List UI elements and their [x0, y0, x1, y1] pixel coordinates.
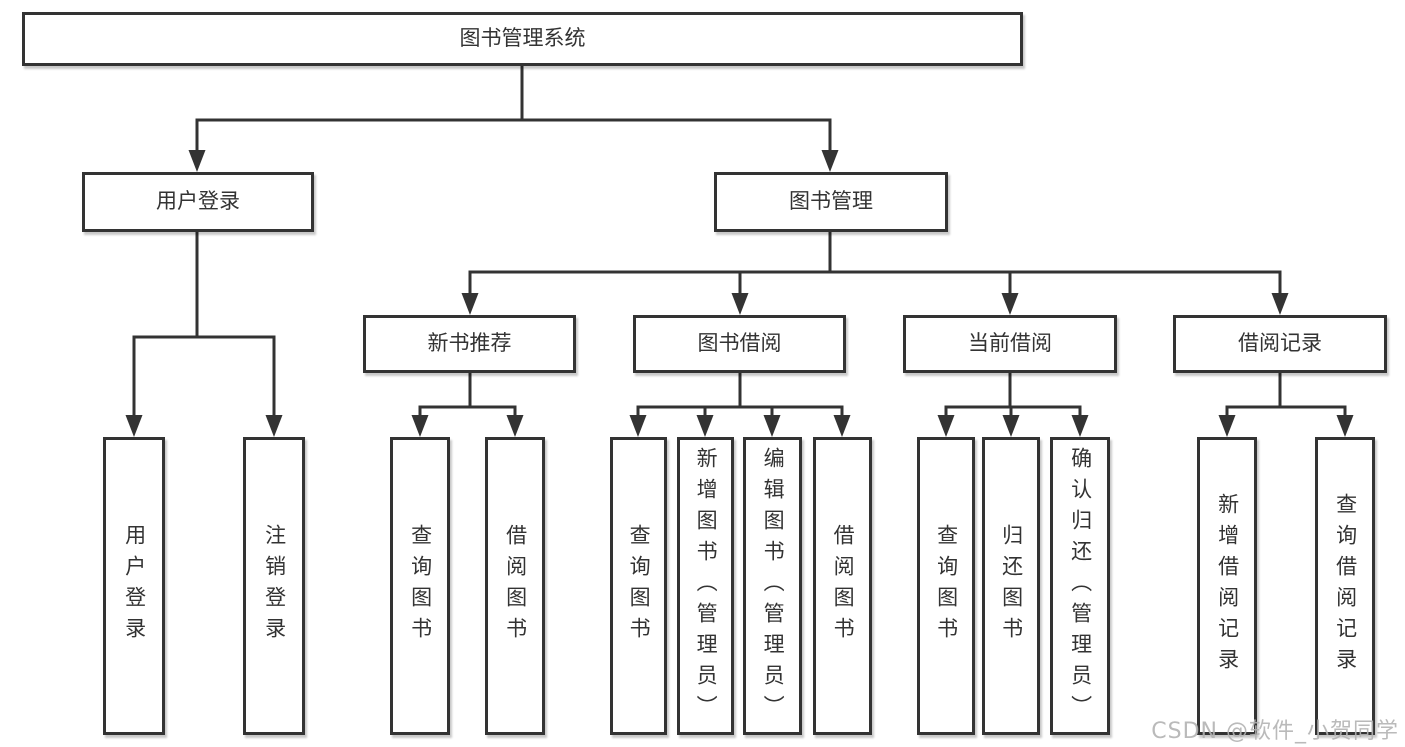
leaf-label: 查询图书 — [408, 524, 433, 648]
node-leaf-logout: 注销登录 — [243, 437, 305, 735]
connector-bookmgmt-to-level3 — [468, 232, 1282, 293]
leaf-label: 借阅图书 — [831, 524, 856, 648]
connector-userlogin-to-leaves — [132, 232, 276, 415]
node-leaf-add-borrow-record: 新增借阅记录 — [1197, 437, 1257, 735]
connector-bookborrow-to-leaves — [636, 373, 844, 415]
leaf-label: 确认归还（管理员） — [1068, 446, 1093, 726]
node-leaf-query-books-newbook: 查询图书 — [390, 437, 450, 735]
leaf-label: 编辑图书（管理员） — [761, 446, 786, 726]
node-current-borrowing: 当前借阅 — [903, 315, 1117, 373]
leaf-label: 用户登录 — [122, 524, 147, 648]
leaf-label: 查询借阅记录 — [1333, 493, 1358, 679]
node-book-borrowing: 图书借阅 — [633, 315, 846, 373]
leaf-label: 查询图书 — [934, 524, 959, 648]
node-leaf-user-login: 用户登录 — [103, 437, 165, 735]
node-leaf-query-borrow-record: 查询借阅记录 — [1315, 437, 1375, 735]
node-leaf-add-books-admin: 新增图书（管理员） — [677, 437, 734, 735]
node-leaf-query-books-current: 查询图书 — [917, 437, 975, 735]
arrowheads — [125, 150, 1354, 437]
node-borrowing-records: 借阅记录 — [1173, 315, 1387, 373]
node-root: 图书管理系统 — [22, 12, 1023, 66]
node-book-management: 图书管理 — [714, 172, 948, 232]
leaf-label: 归还图书 — [999, 524, 1024, 648]
node-leaf-borrow-books-newbook: 借阅图书 — [485, 437, 545, 735]
node-leaf-borrow-books-borrowing: 借阅图书 — [813, 437, 872, 735]
leaf-label: 注销登录 — [262, 524, 287, 648]
leaf-label: 借阅图书 — [503, 524, 528, 648]
node-leaf-confirm-return-admin: 确认归还（管理员） — [1050, 437, 1110, 735]
connector-newbook-to-leaves — [418, 373, 517, 415]
leaf-label: 新增图书（管理员） — [694, 446, 719, 726]
connector-currentborrow-to-leaves — [944, 373, 1082, 415]
node-new-book-recommend: 新书推荐 — [363, 315, 576, 373]
connector-root-to-level2 — [195, 66, 832, 150]
leaf-label: 查询图书 — [627, 524, 652, 648]
node-leaf-edit-books-admin: 编辑图书（管理员） — [743, 437, 802, 735]
node-leaf-query-books-borrowing: 查询图书 — [610, 437, 667, 735]
csdn-watermark: CSDN @软件_小贺同学 — [1151, 719, 1399, 744]
node-leaf-return-books: 归还图书 — [982, 437, 1040, 735]
connector-records-to-leaves — [1225, 373, 1347, 415]
leaf-label: 新增借阅记录 — [1215, 493, 1240, 679]
node-user-login: 用户登录 — [82, 172, 314, 232]
